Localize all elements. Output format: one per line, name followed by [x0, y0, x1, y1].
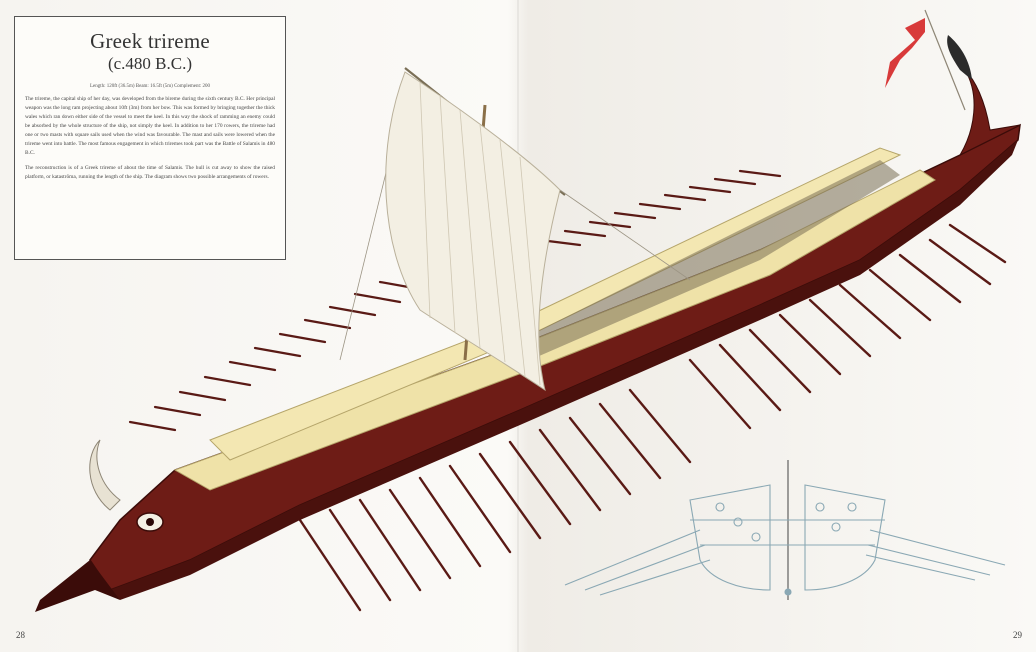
caption-specs: Length: 120ft (36.5m) Beam: 16.5ft (5m) … [89, 84, 211, 89]
page-number-left: 28 [16, 630, 25, 640]
caption-subtitle: (c.480 B.C.) [107, 54, 193, 73]
caption-title: Greek trireme [90, 29, 210, 53]
bow-ornament [89, 439, 121, 511]
rower-diagram [564, 460, 1006, 600]
caption-box: Greek trireme (c.480 B.C.) Length: 120ft… [14, 16, 286, 260]
caption-paragraph-1: The trireme, the capital ship of her day… [25, 96, 275, 156]
ram [35, 560, 120, 612]
rigging-aft [559, 189, 691, 281]
flag-pole [924, 9, 966, 111]
sail [385, 71, 561, 392]
sail-seams [419, 81, 541, 386]
stern-ornament [947, 35, 972, 80]
bow-eye-pupil [146, 518, 154, 526]
page-number-right: 29 [1013, 630, 1022, 640]
caption-paragraph-2: The reconstruction is of a Greek trireme… [25, 165, 275, 180]
near-oars [298, 223, 1007, 612]
flag [885, 18, 925, 88]
hull-cutaway [530, 160, 900, 360]
